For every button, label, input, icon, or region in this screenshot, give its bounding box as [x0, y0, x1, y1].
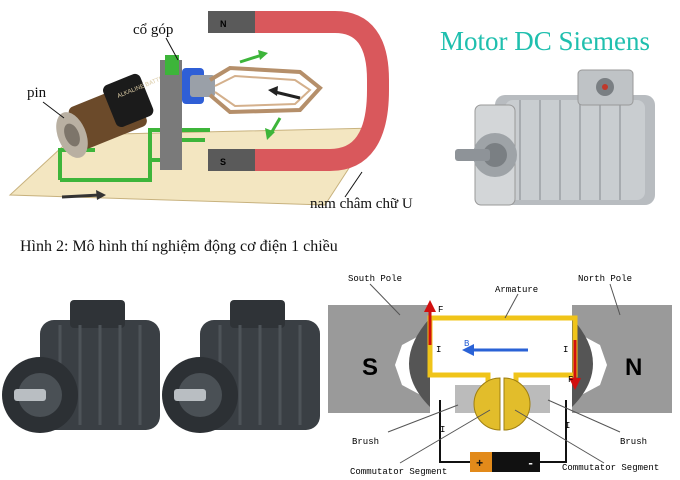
- armature-loop: [430, 318, 575, 392]
- force-arrow-icon: [240, 50, 280, 140]
- commutator-right-label: Commutator Segment: [562, 463, 659, 473]
- force-label-right: F: [568, 375, 573, 385]
- battery-minus-label: -: [527, 457, 534, 471]
- battery-plus-label: +: [476, 457, 483, 471]
- leader-magnet: [345, 172, 362, 197]
- magnet-label: nam châm chữ U: [310, 196, 413, 213]
- page-title: Motor DC Siemens: [440, 26, 650, 57]
- black-motor-right: [162, 300, 320, 433]
- commutator-left-label: Commutator Segment: [350, 467, 447, 477]
- field-label: B: [464, 339, 470, 349]
- brush-right-label: Brush: [620, 437, 647, 447]
- figure-caption: Hình 2: Mô hình thí nghiệm động cơ điện …: [20, 238, 338, 256]
- force-label-left: F: [438, 305, 443, 315]
- magnet-south-label: S: [220, 157, 226, 167]
- south-pole-label: South Pole: [348, 274, 402, 284]
- current-label-left: I: [436, 345, 441, 355]
- battery-label: pin: [27, 85, 46, 102]
- leader-pin: [43, 102, 64, 118]
- commutator-label: cổ góp: [133, 22, 173, 39]
- pole-n-label: N: [625, 354, 642, 381]
- brush-left-label: Brush: [352, 437, 379, 447]
- dc-motor-schematic: South Pole North Pole Armature Brush Bru…: [328, 274, 672, 477]
- current-label-brush-right: I: [565, 421, 570, 431]
- current-label-right: I: [563, 345, 568, 355]
- north-pole-label: North Pole: [578, 274, 632, 284]
- current-label-brush-left: I: [440, 425, 445, 435]
- magnet-north-label: N: [220, 19, 227, 29]
- experiment-model: ALKALINE BATTERY: [10, 11, 378, 205]
- siemens-motor-image: [455, 70, 655, 205]
- armature-coil: [210, 68, 320, 112]
- pole-s-label: S: [362, 354, 378, 381]
- armature-label: Armature: [495, 285, 538, 295]
- coil-current-arrow-icon: [268, 86, 300, 98]
- black-motor-left: [2, 300, 160, 433]
